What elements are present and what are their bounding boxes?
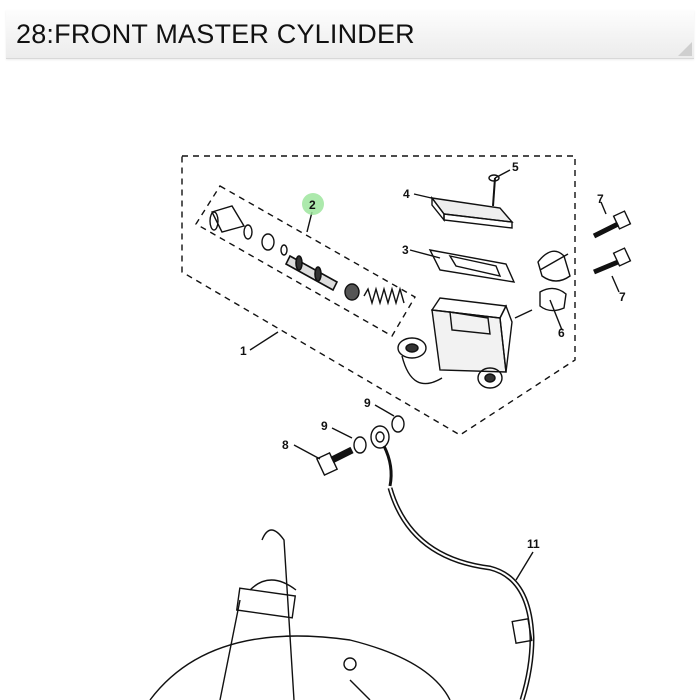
callout-3[interactable]: 3 <box>402 243 409 257</box>
callout-11[interactable]: 11 <box>527 537 540 551</box>
dust-boot <box>209 205 246 233</box>
clamp-bolt-lower <box>593 247 632 275</box>
copper-washer-lower <box>353 436 367 454</box>
selected-part-highlight[interactable] <box>302 193 324 215</box>
callout-6[interactable]: 6 <box>558 326 565 340</box>
copper-washer-upper <box>391 415 405 433</box>
title-bar: 28:FRONT MASTER CYLINDER <box>6 10 694 59</box>
piston <box>284 254 339 292</box>
fork-outline <box>149 529 451 700</box>
parts-diagram: 1 2 3 4 5 6 7 7 8 9 9 11 <box>149 155 632 700</box>
callout-2[interactable]: 2 <box>309 198 316 212</box>
spring <box>363 286 405 306</box>
diaphragm <box>428 249 516 283</box>
oring <box>280 244 288 256</box>
callout-7-upper[interactable]: 7 <box>597 192 604 206</box>
callout-9-upper[interactable]: 9 <box>364 396 371 410</box>
circlip <box>243 224 253 240</box>
clamp-bolt-upper <box>592 210 632 239</box>
callout-1[interactable]: 1 <box>240 344 247 358</box>
callout-4[interactable]: 4 <box>403 187 410 201</box>
callout-8[interactable]: 8 <box>282 438 289 452</box>
assembly-boundary <box>181 155 576 436</box>
callout-7-lower[interactable]: 7 <box>619 290 626 304</box>
callout-9-lower[interactable]: 9 <box>321 419 328 433</box>
cup <box>344 283 360 301</box>
callout-5[interactable]: 5 <box>512 160 519 174</box>
page-title: 28:FRONT MASTER CYLINDER <box>16 19 415 49</box>
banjo-fitting <box>370 425 393 487</box>
master-cylinder-body <box>397 297 513 389</box>
union-bolt <box>315 446 354 477</box>
washer <box>261 233 275 251</box>
clamp <box>537 250 571 312</box>
expand-corner-icon[interactable] <box>678 42 692 56</box>
piston-kit-boundary <box>195 185 416 337</box>
brake-hose <box>387 487 535 700</box>
